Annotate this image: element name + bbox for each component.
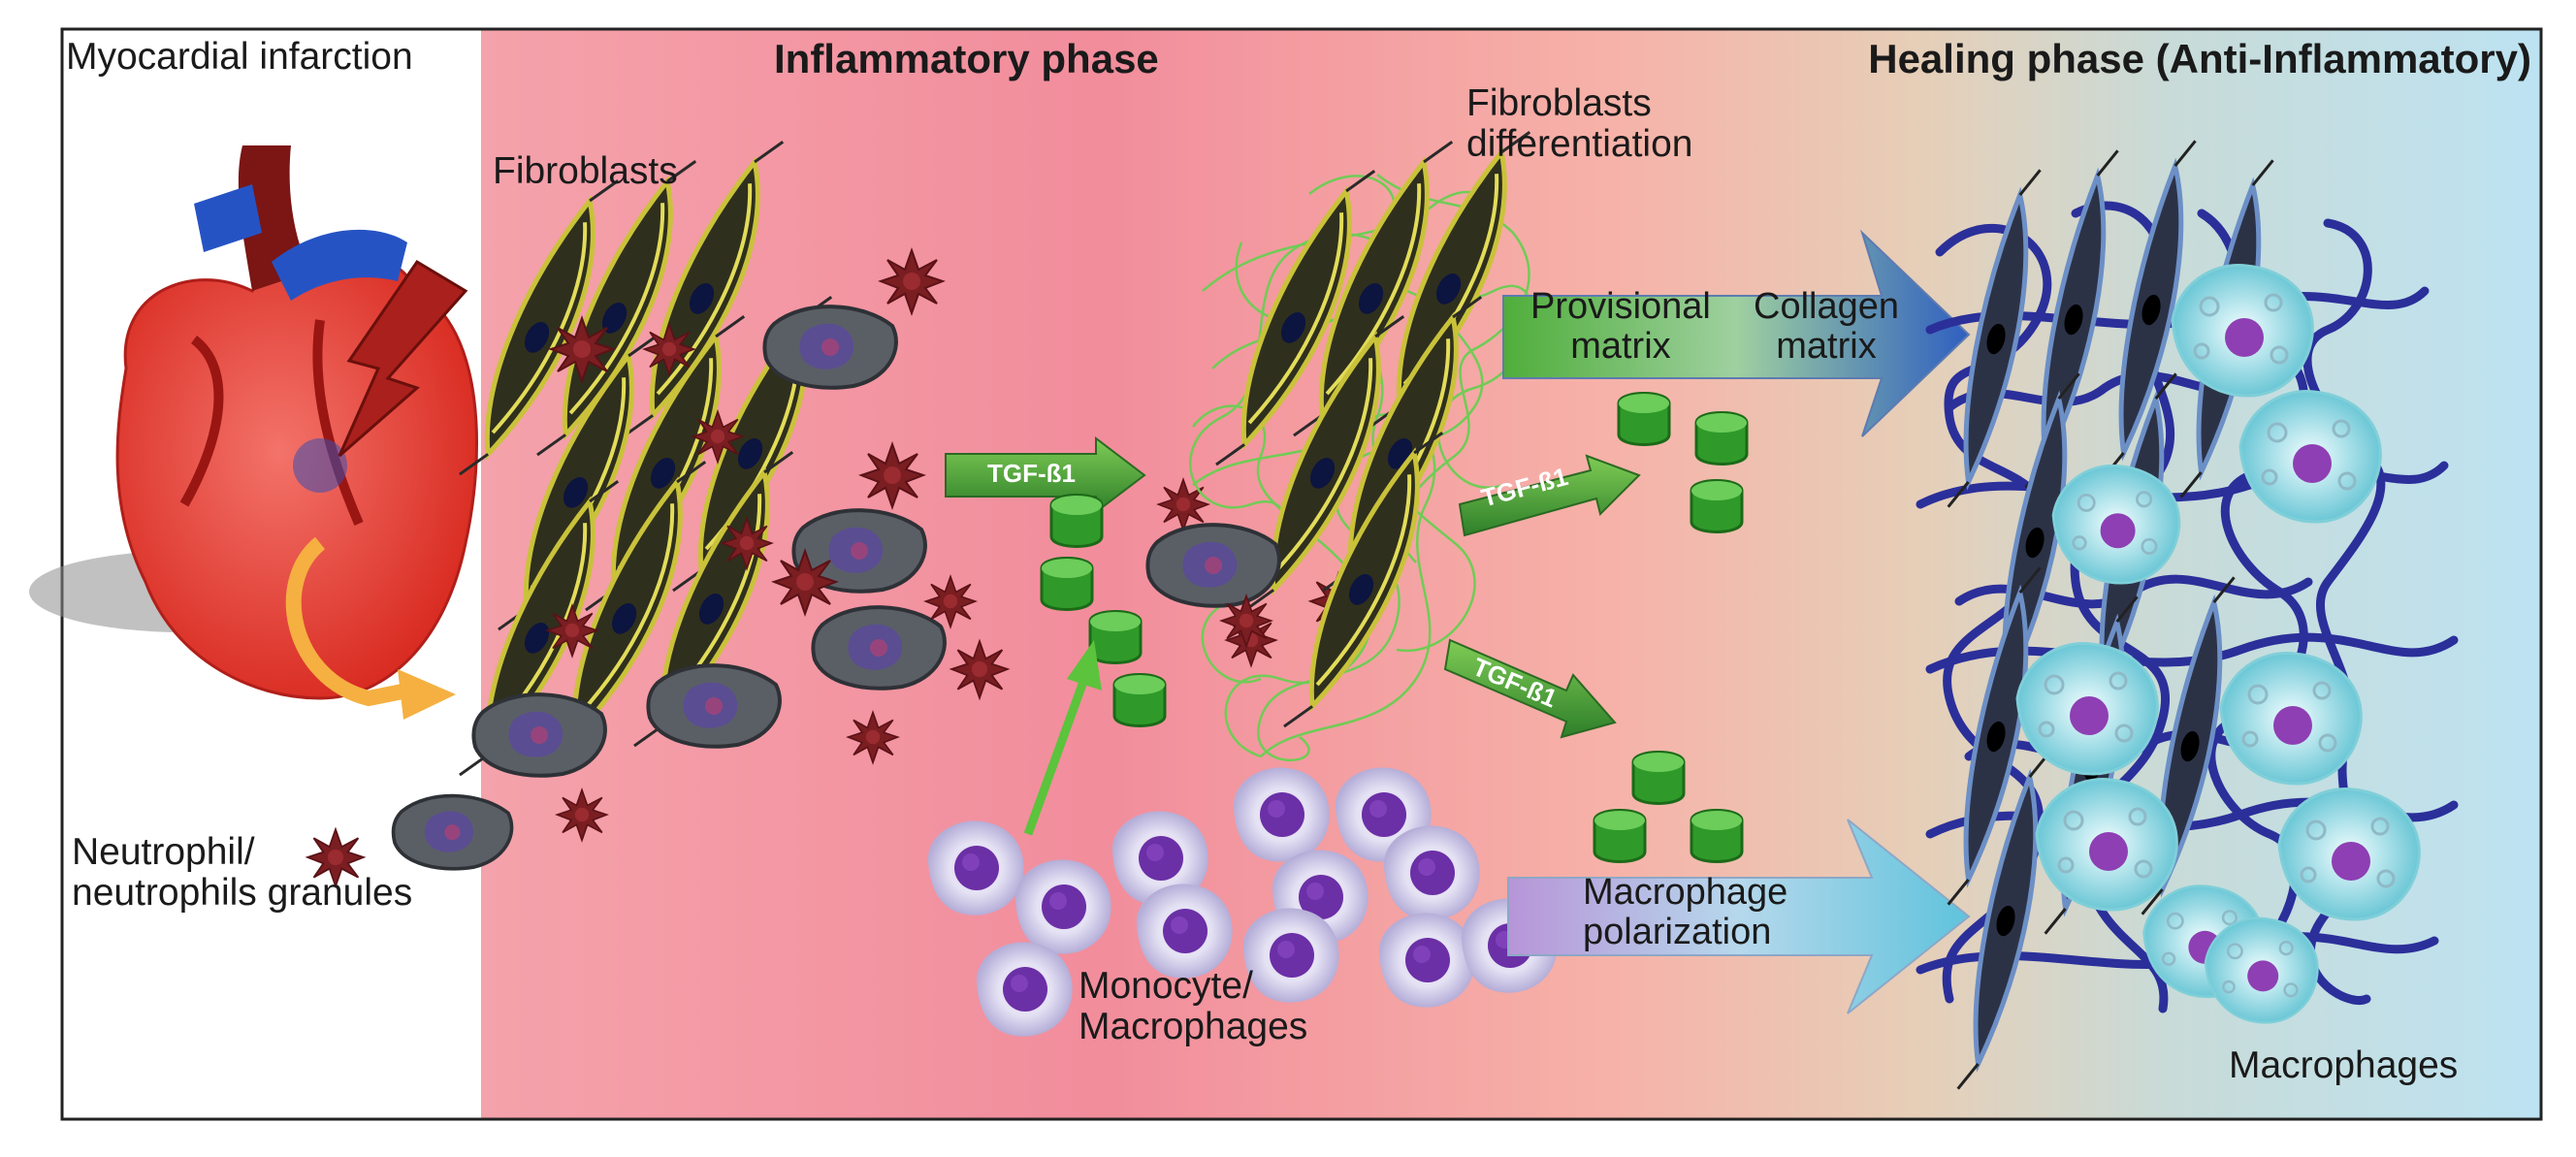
curved-arrow-head (398, 669, 456, 720)
healing-phase-header: Healing phase (Anti-Inflammatory) (1868, 36, 2531, 81)
tgf-arrow-1 (945, 435, 1146, 515)
curved-arrow (285, 536, 409, 707)
monocyte-macrophages-label: Monocyte/ Macrophages (1079, 965, 1308, 1048)
lightning-bolt-icon (338, 259, 468, 458)
tgf-arrow-2 (1458, 454, 1641, 537)
neutrophil-label: Neutrophil/ neutrophils granules (72, 831, 413, 915)
vena-cava (194, 184, 262, 252)
neutrophil-line-1: Neutrophil/ (72, 831, 255, 873)
fibroblasts-label: Fibroblasts (493, 150, 678, 192)
infarct-zone (293, 438, 347, 493)
provisional-matrix-line-2: matrix (1570, 326, 1671, 368)
coronary-artery-left (179, 336, 224, 507)
monocyte-line-1: Monocyte/ (1079, 965, 1253, 1007)
collagen-matrix-line-1: Collagen (1754, 286, 1899, 327)
pulmonary-artery (272, 229, 407, 301)
fibroblasts-differentiation-line-2: differentiation (1466, 123, 1693, 166)
provisional-matrix-line-1: Provisional (1530, 286, 1711, 327)
monocyte-line-2: Macrophages (1079, 1006, 1308, 1048)
coronary-artery-right (312, 319, 364, 526)
macrophages-label: Macrophages (2229, 1045, 2459, 1086)
monocyte-to-tgf-arrow (1023, 640, 1102, 836)
heart-illustration (29, 145, 478, 720)
collagen-matrix-line-2: matrix (1776, 326, 1877, 368)
polarization-line-2: polarization (1583, 912, 1772, 953)
fibroblasts-differentiation-line-1: Fibroblasts (1466, 82, 1652, 124)
fibroblasts-differentiation-label: Fibroblasts differentiation (1466, 82, 1693, 166)
provisional-matrix-label: Provisional matrix (1530, 286, 1711, 368)
necrotic-cell (1145, 523, 1281, 608)
tgf-arrow-3 (1443, 638, 1617, 739)
macrophage-polarization-label: Macrophage polarization (1583, 872, 1788, 953)
inflammatory-phase-header: Inflammatory phase (774, 36, 1159, 81)
polarization-arrow (1507, 819, 1971, 1014)
matrix-transition-arrow (1502, 229, 1971, 437)
tgf-label-1: TGF-ß1 (987, 459, 1076, 488)
collagen-matrix-label: Collagen matrix (1754, 286, 1899, 368)
neutrophil-line-2: neutrophils granules (72, 872, 413, 915)
polarization-line-1: Macrophage (1583, 872, 1788, 913)
myocardial-infarction-label: Myocardial infarction (66, 36, 413, 78)
